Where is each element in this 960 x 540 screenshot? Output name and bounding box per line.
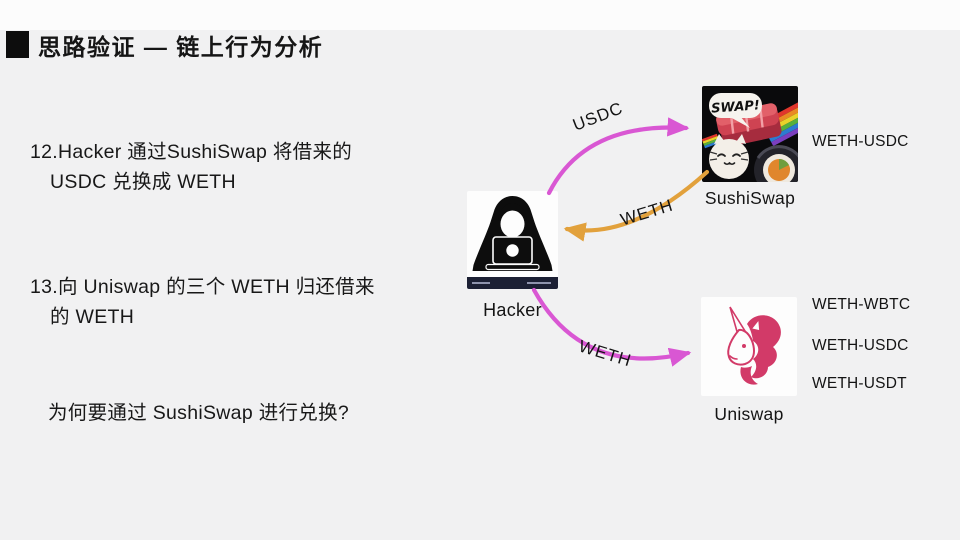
title-marker-square — [6, 31, 29, 58]
arrow-label-weth-repay: WETH — [576, 336, 634, 371]
sushiswap-node: SWAP! — [702, 86, 798, 182]
note-step-12: 12.Hacker 通过SushiSwap 将借来的 USDC 兑换成 WETH — [30, 137, 352, 197]
uniswap-label: Uniswap — [714, 404, 784, 424]
sushiswap-logo-icon: SWAP! — [702, 93, 798, 182]
arrow-label-weth-return: WETH — [618, 195, 676, 230]
note-step-13: 13.向 Uniswap 的三个 WETH 归还借来 的 WETH — [30, 272, 375, 332]
uniswap-pool-weth-usdc: WETH-USDC — [812, 337, 909, 354]
sushiswap-pool-weth-usdc: WETH-USDC — [812, 133, 909, 150]
arrow-usdc-hacker-to-sushiswap — [546, 117, 690, 196]
uniswap-node — [701, 297, 797, 396]
uniswap-pool-weth-usdt: WETH-USDT — [812, 375, 907, 392]
page-title: 思路验证 — 链上行为分析 — [38, 34, 324, 60]
hacker-icon — [472, 196, 553, 271]
note-step-13-line2: 的 WETH — [50, 306, 135, 328]
note-step-12-line2: USDC 兑换成 WETH — [50, 171, 236, 193]
hacker-image-watermark-bar — [467, 277, 558, 289]
uniswap-logo-icon — [727, 306, 781, 385]
top-strip — [0, 0, 960, 30]
question-text: 为何要通过 SushiSwap 进行兑换? — [48, 402, 350, 424]
uniswap-pool-weth-wbtc: WETH-WBTC — [812, 296, 911, 313]
sushiswap-label: SushiSwap — [704, 188, 796, 208]
note-step-12-line1: 12.Hacker 通过SushiSwap 将借来的 — [30, 141, 353, 163]
arrow-label-usdc: USDC — [570, 98, 626, 135]
hacker-label: Hacker — [483, 300, 542, 320]
hacker-node — [467, 191, 558, 289]
note-step-13-line1: 13.向 Uniswap 的三个 WETH 归还借来 — [30, 276, 375, 298]
swap-bubble-text: SWAP! — [711, 98, 761, 116]
